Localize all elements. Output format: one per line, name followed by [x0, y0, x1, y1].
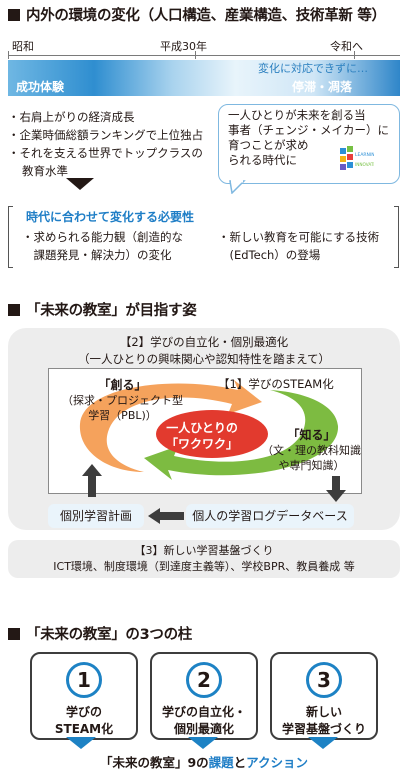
- bracket-right: [394, 206, 399, 268]
- callout-text: 一人ひとりが未来を創る当 事者（チェンジ・メイカー）に 育つことが求め られる時…: [228, 108, 389, 167]
- success-label: 成功体験: [16, 80, 65, 94]
- stagnation-label: 停滞・凋落: [292, 80, 353, 94]
- pillar-number: 3: [306, 662, 342, 698]
- square-bullet-icon: [8, 628, 20, 640]
- bracket-left: [8, 206, 13, 268]
- bullet-item: ・右肩上がりの経済成長: [8, 110, 135, 124]
- change-caption: 変化に対応できずに…: [258, 62, 368, 75]
- timeline-tick: [8, 51, 9, 59]
- wakuwaku-ellipse: [156, 410, 268, 458]
- steam-cycle-diagram: [79, 380, 339, 480]
- bullet-item: ・企業時価総額ランキングで上位独占: [8, 128, 204, 142]
- footer-text: 「未来の教室」9の課題とアクション: [99, 755, 309, 770]
- vision-header: 【2】学びの自立化・個別最適化 （一人ひとりの興味関心や認知特性を踏まえて）: [77, 335, 331, 366]
- timeline-tick: [195, 51, 196, 59]
- section2-title: 「未来の教室」が目指す姿: [8, 299, 197, 320]
- pillar-number: 1: [66, 662, 102, 698]
- pillar-label: 学びの自立化・ 個別最適化: [161, 705, 246, 736]
- callout-box: [218, 104, 400, 184]
- create-label: 「創る」 （探求・プロジェクト型 学習（PBL)）: [62, 378, 183, 422]
- up-arrow-icon: [82, 464, 102, 497]
- pillar-card: 1 学びの STEAM化: [30, 652, 138, 740]
- svg-text:INNOVATION: INNOVATION: [355, 162, 374, 167]
- log-database-box: 個人の学習ログデータベース: [186, 504, 354, 528]
- pillar-label: 新しい 学習基盤づくり: [281, 705, 366, 736]
- section1-title: 内外の環境の変化（人口構造、産業構造、技術革新 等）: [8, 4, 386, 25]
- down-arrow-icon: [66, 178, 94, 190]
- down-triangle-icon: [66, 737, 96, 749]
- bullet-item: ・それを支える世界でトップクラスの: [8, 146, 203, 160]
- square-bullet-icon: [8, 304, 20, 316]
- timeline-line: [8, 55, 400, 56]
- left-arrow-icon: [148, 508, 184, 524]
- infra-panel: [8, 540, 400, 578]
- timeline-banner: [8, 60, 400, 96]
- down-triangle-icon: [308, 737, 338, 749]
- learning-innovation-logo: LEARNING INNOVATION: [340, 146, 381, 174]
- pillar-label: 学びの STEAM化: [54, 705, 114, 736]
- needs-right: ・新しい教育を可能にする技術 (EdTech）の登場: [218, 230, 380, 262]
- orange-arrow: [79, 380, 262, 472]
- era-heisei30: 平成30年: [160, 40, 207, 53]
- callout-pointer: [229, 180, 246, 194]
- bullet-item-cont: 教育水準: [22, 164, 68, 178]
- section3-title: 「未来の教室」の3つの柱: [8, 623, 192, 644]
- down-triangle-icon: [188, 737, 218, 749]
- wakuwaku-label: 一人ひとりの 「ワクワク」: [166, 421, 239, 451]
- era-showa: 昭和: [12, 40, 34, 53]
- era-reiwa: 令和へ: [330, 40, 363, 53]
- needs-left: ・求められる能力観（創造的な 課題発見・解決力）の変化: [22, 230, 183, 262]
- timeline-tick: [354, 51, 355, 59]
- square-bullet-icon: [8, 9, 20, 21]
- green-arrow: [144, 390, 339, 480]
- infra-text: 【3】新しい学習基盤づくり ICT環境、制度環境（到達度主義等）、学校BPR、教…: [53, 544, 355, 573]
- know-label: 「知る」 （文・理の教科知識 や専門知識）: [262, 428, 361, 472]
- svg-text:LEARNING: LEARNING: [355, 152, 374, 158]
- learning-plan-box: 個別学習計画: [48, 504, 144, 528]
- down-arrow-icon: [326, 476, 346, 502]
- pillar-card: 2 学びの自立化・ 個別最適化: [150, 652, 258, 740]
- steam-label: 【1】学びのSTEAM化: [218, 377, 334, 391]
- pillar-card: 3 新しい 学習基盤づくり: [270, 652, 378, 740]
- pillar-number: 2: [186, 662, 222, 698]
- needs-title: 時代に合わせて変化する必要性: [26, 210, 195, 224]
